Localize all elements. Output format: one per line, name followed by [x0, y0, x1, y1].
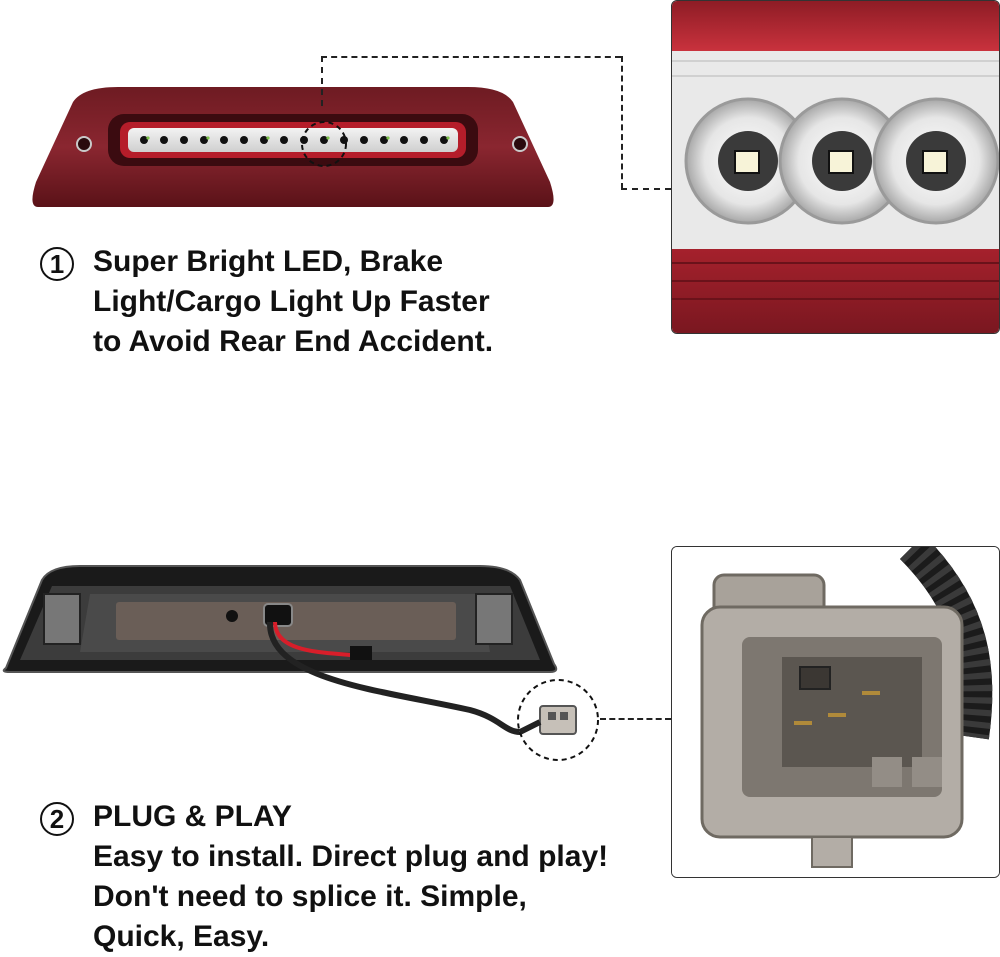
feature-number-badge: 2 — [40, 802, 74, 836]
callout-line-to-photo — [621, 188, 671, 190]
feature-2-line: Quick, Easy. — [93, 920, 270, 953]
brake-light-front-image — [28, 82, 558, 214]
feature-2-text: PLUG & PLAY Easy to install. Direct plug… — [93, 797, 608, 957]
feature-2-title: PLUG & PLAY — [93, 800, 292, 833]
callout-line-horizontal — [321, 56, 621, 58]
feature-number-badge: 1 — [40, 247, 74, 281]
led-closeup-image — [671, 0, 1000, 334]
callout-line-plug — [600, 718, 671, 720]
feature-1-text: Super Bright LED, Brake Light/Cargo Ligh… — [93, 242, 493, 362]
connector-closeup-image — [671, 546, 1000, 878]
callout-line-vertical — [321, 56, 323, 106]
brake-light-back-image — [0, 560, 620, 780]
feature-2-line: Easy to install. Direct plug and play! — [93, 840, 609, 873]
feature-1-line: Light/Cargo Light Up Faster — [93, 285, 490, 318]
feature-2-line: Don't need to splice it. Simple, — [93, 880, 527, 913]
callout-line-down — [621, 56, 623, 189]
feature-1-line: to Avoid Rear End Accident. — [93, 325, 494, 358]
feature-1-line: Super Bright LED, Brake — [93, 245, 444, 278]
